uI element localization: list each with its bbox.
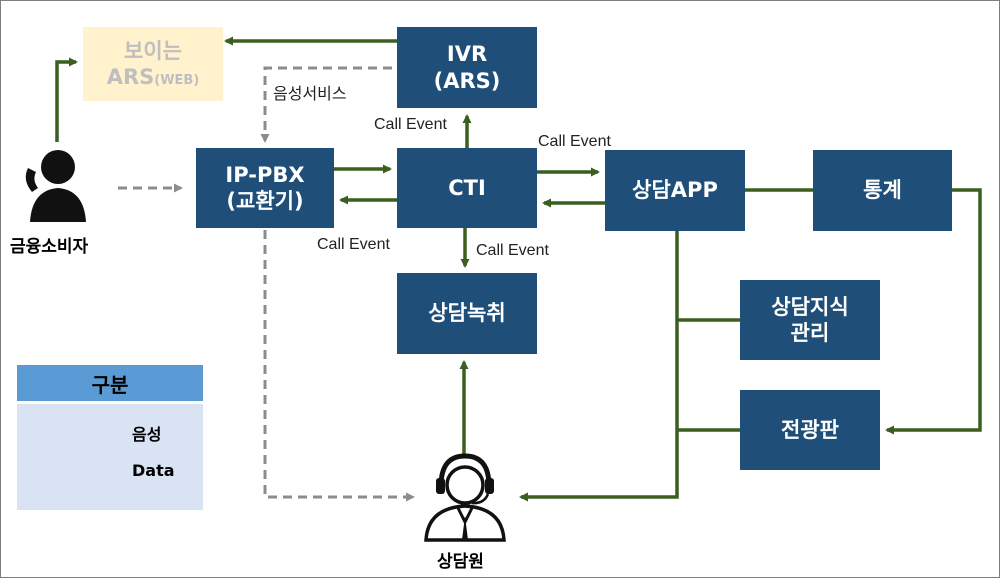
- ivr-box: IVR (ARS): [397, 27, 537, 108]
- agent-label: 상담원: [437, 552, 484, 572]
- legend-voice-label: 음성: [132, 425, 162, 444]
- stats-label: 통계: [863, 178, 902, 203]
- ip-pbx-box: IP-PBX (교환기): [196, 148, 334, 228]
- knowledge-box: 상담지식 관리: [740, 280, 880, 360]
- call-event-rec-label: Call Event: [476, 242, 549, 259]
- ip-pbx-line2: (교환기): [226, 189, 304, 213]
- visible-ars-line2-sub: (WEB): [154, 73, 200, 88]
- visible-ars-line2: ARS: [106, 65, 155, 89]
- cti-box: CTI: [397, 148, 537, 228]
- edge-stats-to-board: [885, 188, 982, 435]
- edge-app-to-agent: [519, 231, 679, 502]
- edge-pbx-voice-to-agent: [263, 230, 415, 502]
- recording-box: 상담녹취: [397, 273, 537, 354]
- counsel-app-box: 상담APP: [605, 150, 745, 231]
- visible-ars-box: 보이는 ARS(WEB): [83, 27, 223, 101]
- ip-pbx-line1: IP-PBX: [225, 162, 305, 187]
- voice-service-label: 음성서비스: [273, 86, 347, 103]
- ivr-line1: IVR: [446, 42, 488, 67]
- call-event-ivr-label: Call Event: [374, 116, 447, 133]
- call-event-app-label: Call Event: [538, 133, 611, 150]
- consumer-label: 금융소비자: [10, 237, 89, 257]
- board-label: 전광판: [781, 417, 839, 442]
- legend-data-label: Data: [132, 461, 175, 480]
- board-box: 전광판: [740, 390, 880, 470]
- consumer-phone-icon: [25, 150, 86, 222]
- call-event-pbx-label: Call Event: [317, 236, 390, 253]
- visible-ars-line2-wrap: ARS(WEB): [107, 64, 200, 90]
- legend-title: 구분: [17, 365, 203, 401]
- legend-body: [17, 404, 203, 510]
- knowledge-line1: 상담지식: [771, 294, 849, 319]
- cti-label: CTI: [448, 175, 486, 200]
- counsel-app-label: 상담APP: [632, 178, 718, 203]
- visible-ars-line1: 보이는: [124, 38, 182, 63]
- agent-headset-icon: [424, 453, 506, 542]
- edge-ivr-voice-to-pbx: [260, 66, 392, 143]
- knowledge-line2: 관리: [790, 321, 830, 345]
- edge-consumer-to-visible-ars: [55, 57, 78, 142]
- recording-label: 상담녹취: [428, 301, 506, 326]
- stats-box: 통계: [813, 150, 952, 231]
- ivr-line2: (ARS): [433, 68, 501, 93]
